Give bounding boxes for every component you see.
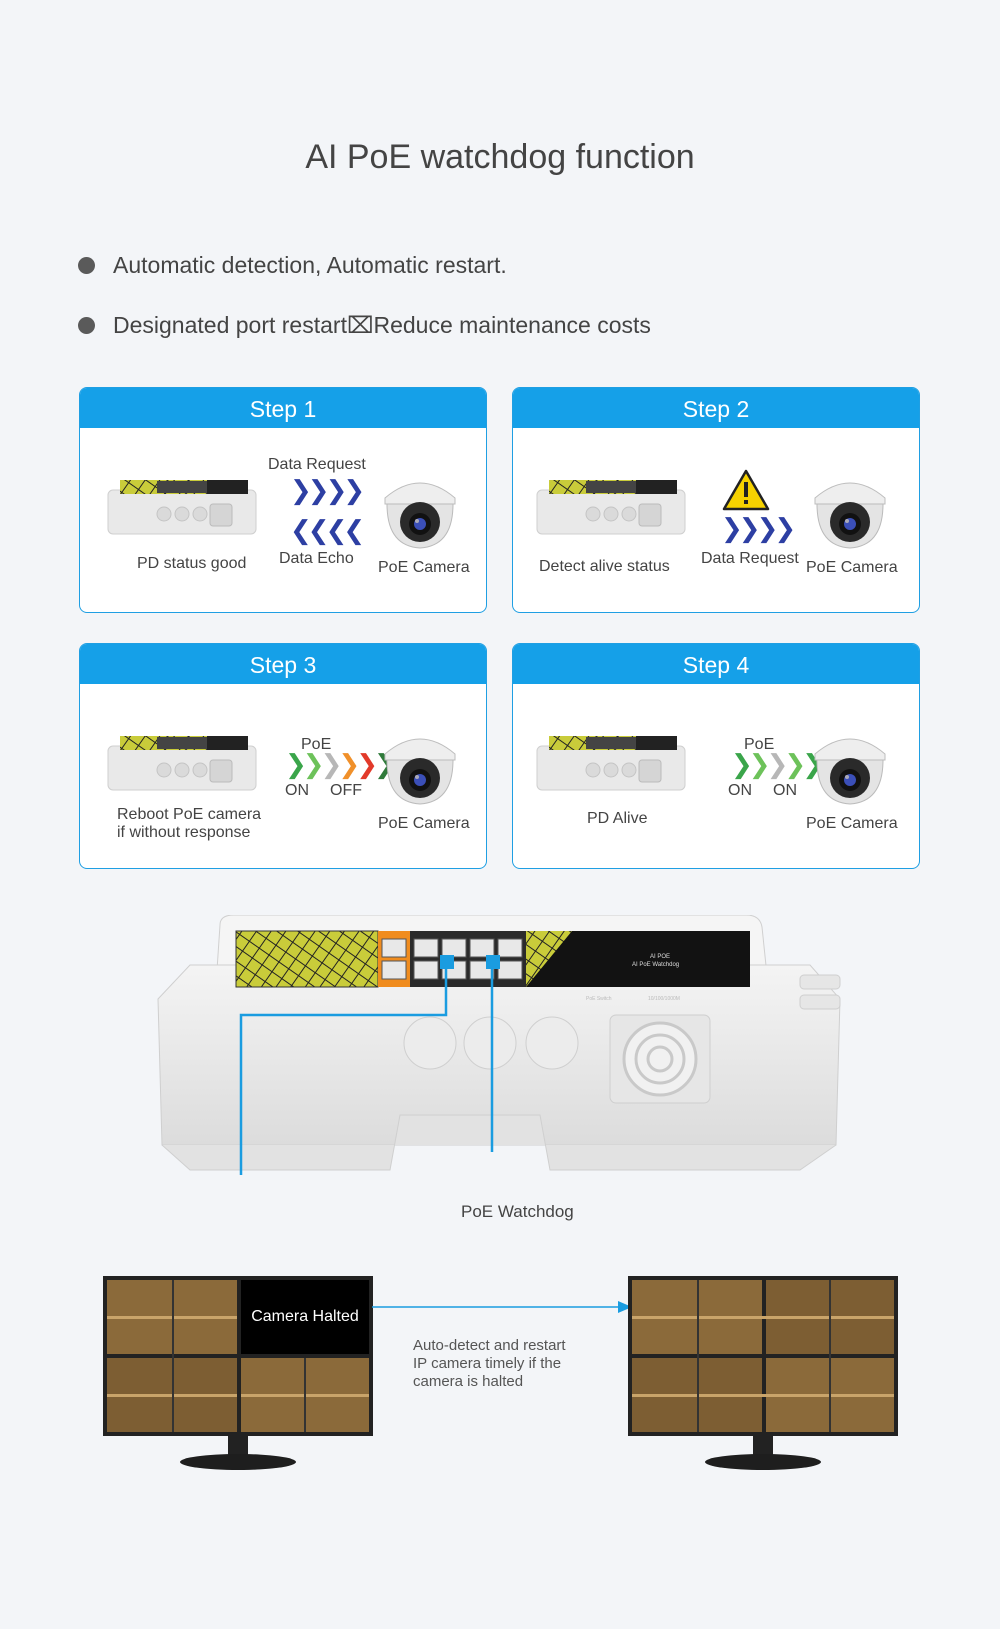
bullet-dot-icon — [78, 257, 95, 274]
bullet-dot-icon — [78, 317, 95, 334]
step4-left-label: PD Alive — [587, 810, 648, 827]
poe-watchdog-device — [157, 915, 841, 1175]
switch-image — [536, 735, 686, 791]
device-brand: AI POE — [650, 954, 671, 960]
step3-mid-top: PoE — [301, 736, 332, 753]
step3-mid-on: ON — [285, 782, 309, 799]
switch-image — [107, 735, 257, 791]
camera-image — [384, 482, 456, 549]
step3-left-label-2: if without response — [117, 824, 251, 841]
bullet-item-1: Automatic detection, Automatic restart. — [78, 252, 507, 279]
step1-left-label: PD status good — [137, 555, 247, 572]
camera-image — [814, 482, 886, 549]
step-header-1: Step 1 — [80, 388, 486, 428]
step1-mid-top: Data Request — [268, 456, 366, 473]
right-arrows-icon: ❯❯❯❯ — [721, 514, 796, 544]
bullet-text-1: Automatic detection, Automatic restart. — [113, 252, 507, 278]
step2-right-label: PoE Camera — [806, 559, 898, 576]
device-subtitle: AI PoE Watchdog — [632, 962, 680, 968]
step4-mid-on-1: ON — [728, 782, 752, 799]
step4-mid-on-2: ON — [773, 782, 797, 799]
switch-image — [107, 479, 257, 535]
left-arrows-icon: ❮❮❮❮ — [290, 516, 365, 546]
step3-left-label-1: Reboot PoE camera — [117, 806, 262, 823]
right-arrows-icon: ❯❯❯❯ — [290, 476, 365, 506]
description-line-1: Auto-detect and restart — [413, 1337, 566, 1354]
step1-mid-bottom: Data Echo — [279, 550, 354, 567]
device-small-2: 10/100/1000M — [648, 996, 680, 1002]
bullet-text-2: Designated port restart⌧Reduce maintenan… — [113, 312, 651, 338]
camera-image — [814, 738, 886, 805]
step1-right-label: PoE Camera — [378, 559, 470, 576]
step-card-2: Step 2 Detect alive status ❯❯❯❯ Data Req… — [512, 387, 920, 613]
step-card-3: Step 3 Reboot PoE camera if without resp… — [79, 643, 487, 869]
step2-mid-bottom: Data Request — [701, 550, 799, 567]
step2-left-label: Detect alive status — [539, 558, 670, 575]
step-header-4: Step 4 — [513, 644, 919, 684]
monitor-right — [628, 1276, 898, 1470]
step-card-4: Step 4 PD Alive PoE ❯❯❯❯❯ ON ON PoE Came… — [512, 643, 920, 869]
step-header-3: Step 3 — [80, 644, 486, 684]
step3-right-label: PoE Camera — [378, 815, 470, 832]
step-header-2: Step 2 — [513, 388, 919, 428]
camera-image — [384, 738, 456, 805]
bullet-item-2: Designated port restart⌧Reduce maintenan… — [78, 312, 651, 339]
step3-mid-off: OFF — [330, 782, 362, 799]
switch-image — [536, 479, 686, 535]
auto-detect-description: Auto-detect and restart IP camera timely… — [413, 1337, 613, 1391]
page-title: AI PoE watchdog function — [305, 138, 695, 176]
description-line-3: camera is halted — [413, 1373, 524, 1390]
arrow-right-icon — [372, 1301, 632, 1313]
step4-right-label: PoE Camera — [806, 815, 898, 832]
description-line-2: IP camera timely if the — [413, 1355, 562, 1372]
device-small-1: PoE Switch — [586, 996, 612, 1002]
status-arrows-icon: ❯❯❯❯❯❯ — [285, 750, 396, 780]
camera-halted-label: Camera Halted — [241, 1280, 369, 1354]
step-card-1: Step 1 PD status good Data Request ❯❯❯❯ … — [79, 387, 487, 613]
status-arrows-icon: ❯❯❯❯❯ — [731, 750, 824, 780]
step4-mid-top: PoE — [744, 736, 775, 753]
poe-watchdog-label: PoE Watchdog — [461, 1202, 574, 1221]
warning-icon — [722, 469, 770, 511]
